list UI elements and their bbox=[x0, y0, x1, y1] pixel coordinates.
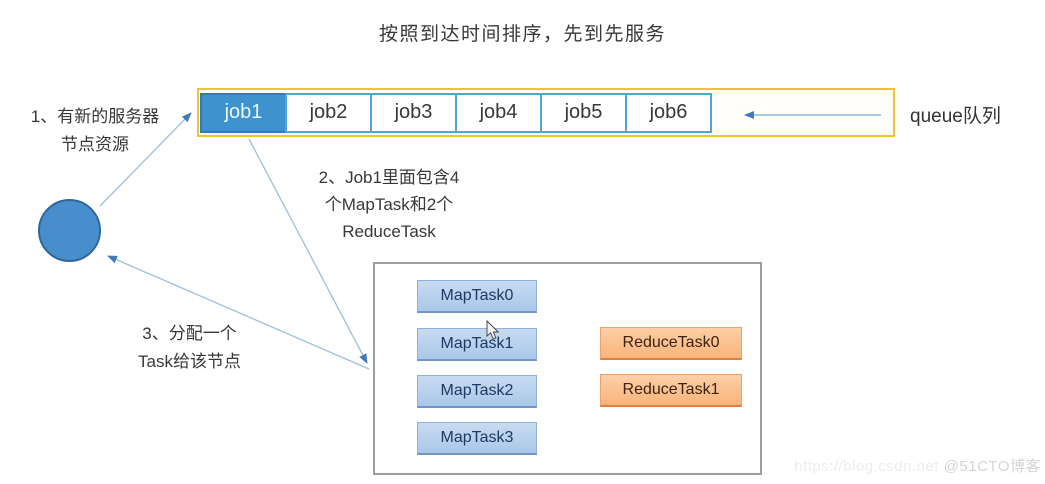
queue-job-4: job4 bbox=[455, 92, 542, 133]
annotation-step3-line1: 3、分配一个 bbox=[142, 324, 237, 343]
annotation-step2-line1: 2、Job1里面包含4 bbox=[318, 168, 460, 187]
map-task-3: MapTask3 bbox=[417, 422, 537, 455]
map-task-1: MapTask1 bbox=[417, 328, 537, 361]
reduce-task-1: ReduceTask1 bbox=[600, 374, 742, 407]
watermark: https://blog.csdn.net @51CTO博客 bbox=[794, 455, 1041, 476]
queue-job-6: job6 bbox=[625, 92, 712, 133]
watermark-badge: @51CTO博客 bbox=[943, 458, 1041, 475]
queue-label: queue队列 bbox=[910, 106, 1001, 127]
queue-job-1: job1 bbox=[200, 92, 287, 133]
annotation-step3-line2: Task给该节点 bbox=[138, 352, 241, 371]
annotation-step2: 2、Job1里面包含4 个MapTask和2个 ReduceTask bbox=[283, 164, 495, 245]
server-node-circle bbox=[38, 199, 101, 262]
reduce-task-0: ReduceTask0 bbox=[600, 327, 742, 360]
annotation-step1: 1、有新的服务器 节点资源 bbox=[5, 103, 185, 159]
annotation-step1-line2: 节点资源 bbox=[61, 135, 129, 154]
queue-job-5: job5 bbox=[540, 92, 627, 133]
annotation-step2-line3: ReduceTask bbox=[342, 222, 436, 241]
annotation-step2-line2: 个MapTask和2个 bbox=[324, 195, 454, 214]
queue-job-2: job2 bbox=[285, 92, 372, 133]
map-task-2: MapTask2 bbox=[417, 375, 537, 408]
annotation-step3: 3、分配一个 Task给该节点 bbox=[107, 320, 272, 376]
watermark-url: https://blog.csdn.net bbox=[794, 458, 940, 475]
annotation-step1-line1: 1、有新的服务器 bbox=[30, 107, 160, 126]
job-queue: job1 job2 job3 job4 job5 job6 bbox=[197, 88, 895, 137]
queue-job-3: job3 bbox=[370, 92, 457, 133]
map-task-0: MapTask0 bbox=[417, 280, 537, 313]
job1-task-container: MapTask0 MapTask1 MapTask2 MapTask3 Redu… bbox=[373, 262, 762, 475]
diagram-title: 按照到达时间排序，先到先服务 bbox=[378, 24, 666, 45]
